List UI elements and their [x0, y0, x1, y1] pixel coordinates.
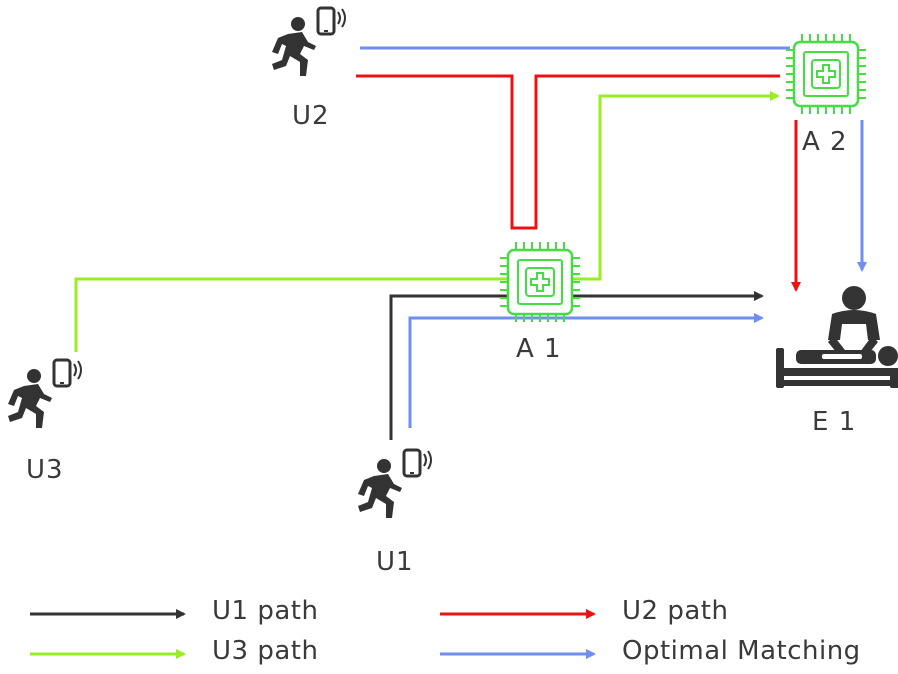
medical-chip-icon-a1: [498, 240, 582, 324]
medical-chip-icon-a2: [784, 32, 868, 116]
u2-path-line: [356, 74, 780, 230]
u3-path-line: [74, 91, 780, 352]
e1-label: E 1: [812, 407, 857, 437]
doctor-patient-bed-icon: [776, 286, 898, 388]
u2-label: U2: [292, 101, 330, 131]
legend-u1-label: U1 path: [212, 596, 319, 626]
legend-optimal-label: Optimal Matching: [622, 636, 861, 666]
running-person-with-phone-icon-u3: [6, 358, 83, 430]
legend-u3-label: U3 path: [212, 636, 319, 666]
a1-label: A 1: [516, 334, 562, 364]
optimal-u1-line: [408, 313, 764, 428]
legend-u2-label: U2 path: [622, 596, 729, 626]
running-person-with-phone-icon-u2: [270, 6, 347, 78]
u3-label: U3: [26, 455, 64, 485]
u1-label: U1: [376, 547, 414, 577]
u1-path-line: [389, 291, 764, 440]
running-person-with-phone-icon-u1: [356, 448, 433, 520]
a2-label: A 2: [802, 127, 848, 157]
